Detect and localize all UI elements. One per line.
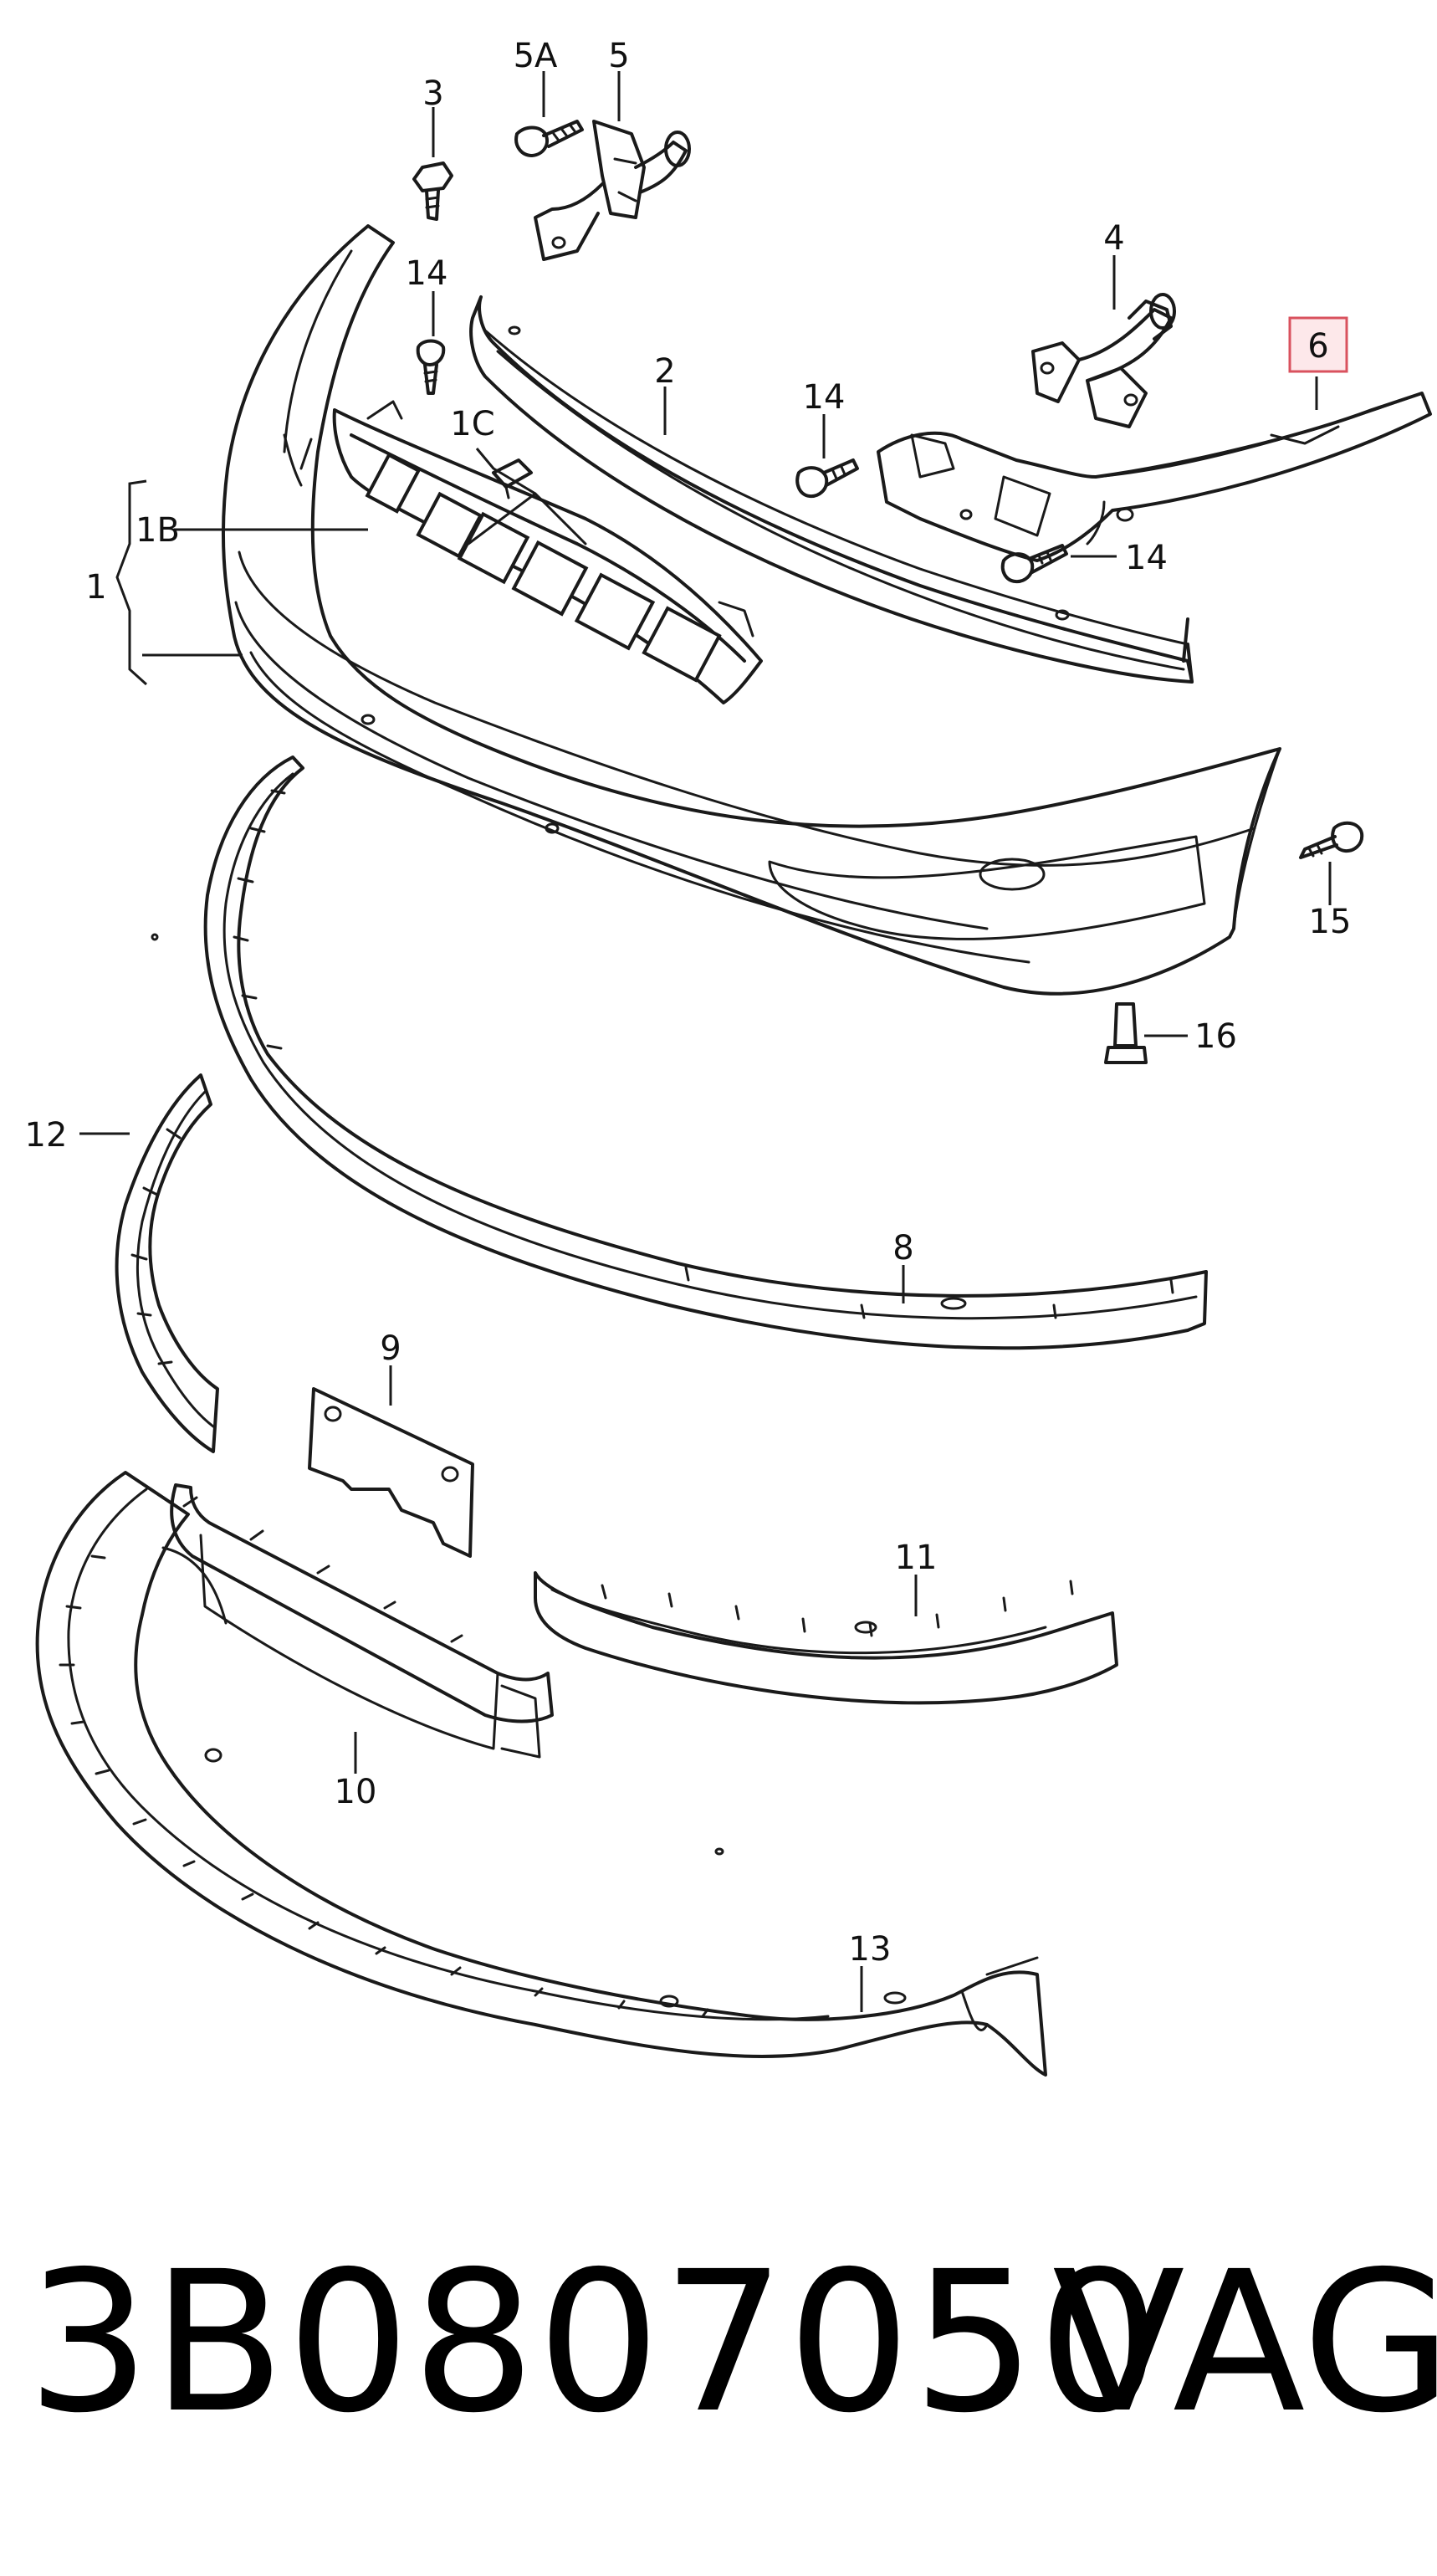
- clip-1c: [492, 458, 533, 499]
- callout-11: 11: [895, 1539, 938, 1577]
- callout-6: 6: [1307, 327, 1328, 366]
- mounting-bracket: [877, 392, 1432, 562]
- callout-16: 16: [1194, 1017, 1237, 1056]
- stray-mark: [151, 933, 159, 941]
- callout-5a: 5A: [514, 37, 558, 75]
- callout-2: 2: [654, 352, 675, 391]
- side-insert-11: [534, 1571, 1118, 1705]
- callout-15: 15: [1309, 903, 1352, 941]
- screw-15: [1299, 821, 1364, 859]
- trim-strip-8: [203, 755, 1208, 1350]
- callout-1: 1: [85, 568, 106, 607]
- screw-14-middle: [795, 458, 859, 499]
- callout-1c: 1C: [450, 405, 494, 443]
- bolt-3: [412, 161, 453, 221]
- callout-13: 13: [849, 1930, 892, 1969]
- spoiler-13: [35, 1471, 1047, 2077]
- screw-14-lower: [1000, 544, 1068, 584]
- screw-5a: [514, 120, 584, 157]
- nozzle-bracket-4: [1031, 293, 1176, 428]
- callout-leaders: [79, 71, 1332, 2012]
- highlight-callout-6: [1288, 316, 1348, 373]
- callout-3: 3: [422, 74, 443, 113]
- callout-labels: 3 5A 5 4 6 2 14 14 14 1C 1B 1 15 16 8 12…: [25, 37, 1352, 1969]
- brand-text: VAG: [1052, 2230, 1437, 2456]
- callout-14-lower: 14: [1125, 539, 1168, 577]
- callout-14-middle: 14: [803, 378, 846, 417]
- callout-9: 9: [380, 1329, 401, 1368]
- grille-insert-10: [170, 1483, 554, 1759]
- side-strip-12: [115, 1073, 219, 1453]
- callout-14-upper: 14: [406, 254, 448, 293]
- nozzle-bracket-5: [534, 120, 691, 261]
- callout-5: 5: [608, 37, 629, 75]
- callout-8: 8: [892, 1229, 913, 1268]
- bolt-16: [1104, 1002, 1148, 1064]
- callout-1b: 1B: [136, 511, 180, 550]
- impact-absorber: [469, 295, 1194, 684]
- plate-carrier-9: [308, 1387, 474, 1558]
- stray-mark: [714, 1847, 724, 1856]
- screw-14-upper: [416, 339, 446, 395]
- callout-12: 12: [25, 1116, 68, 1155]
- callout-4: 4: [1103, 219, 1124, 258]
- grille-1b: [332, 400, 763, 704]
- callout-10: 10: [335, 1773, 377, 1811]
- part-number-text: 3B0807050: [27, 2230, 1163, 2456]
- bumper-cover: [221, 224, 1281, 996]
